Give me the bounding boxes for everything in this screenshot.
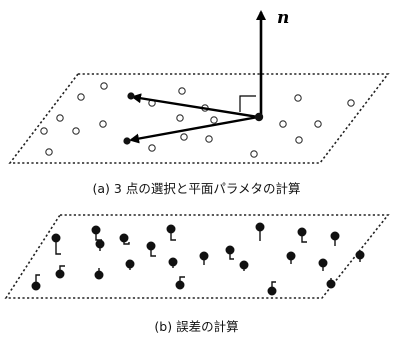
error-point [297,227,307,243]
selected-point [254,112,264,122]
point [347,99,355,107]
caption-a: (a) 3 点の選択と平面パラメタの計算 [92,181,301,196]
point [279,120,287,128]
point [40,127,48,135]
vector-to-point-2 [129,115,259,144]
point [148,144,156,152]
error-point [286,251,296,264]
error-point [355,250,365,262]
point [100,82,108,90]
plane-b [4,214,390,299]
error-point [318,258,328,271]
error-point [168,257,178,268]
error-point [166,224,176,241]
point [178,87,186,95]
selected-point [123,137,131,145]
error-point [119,233,130,245]
point [295,136,303,144]
error-point [55,265,65,279]
point [205,135,213,143]
right-angle-marker [239,95,256,112]
error-point [175,276,185,290]
point [210,116,218,124]
error-point [125,259,135,270]
point [45,148,53,156]
caption-b: (b) 誤差の計算 [154,319,239,334]
error-point [146,241,156,257]
error-point [326,278,336,289]
error-point [225,245,235,260]
point [180,133,188,141]
vector-to-point-1 [131,93,259,119]
error-point [31,274,41,291]
point [294,94,302,102]
error-point [95,239,105,251]
selected-point [127,92,135,100]
point [314,120,322,128]
error-point [239,260,249,271]
error-point [91,225,102,241]
error-point [199,251,209,265]
error-point [267,281,277,296]
point [99,120,107,128]
point [56,114,64,122]
point [72,127,80,135]
error-point [255,222,265,241]
selected-points [123,92,264,145]
point [77,93,85,101]
error-point [94,268,104,280]
error-points [31,222,365,296]
error-point [330,231,340,246]
plane-a [8,73,390,164]
point [250,150,258,158]
point [176,114,184,122]
normal-vector-label: n [277,8,290,28]
error-point [51,233,61,255]
plane-a-points [40,82,355,158]
